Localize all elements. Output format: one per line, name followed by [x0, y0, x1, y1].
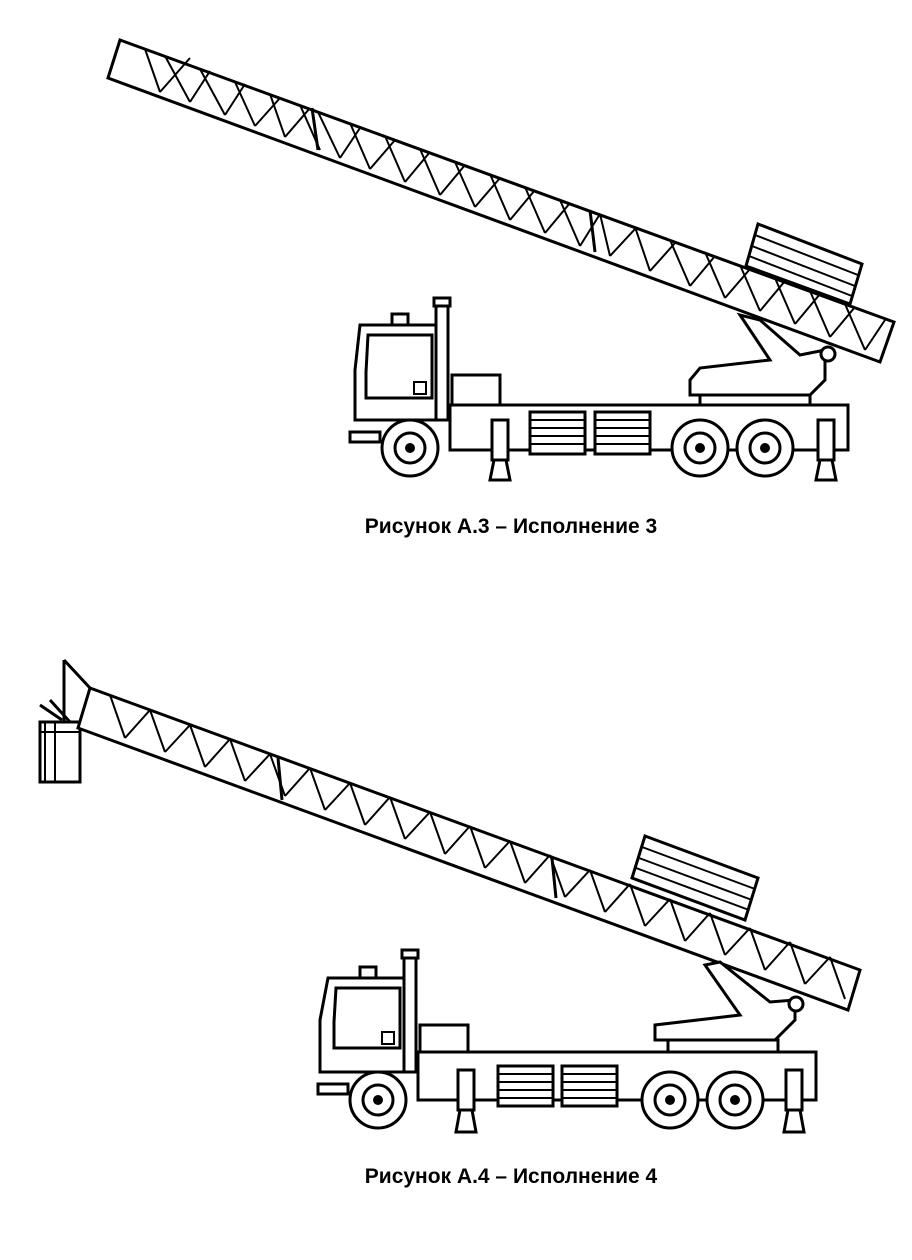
figure-a4 [0, 640, 912, 1260]
figure-a3 [0, 0, 912, 560]
figure-caption: Рисунок А.3 – Исполнение 3 [364, 515, 658, 538]
truck-crane-drawing-a3 [106, 38, 896, 482]
turret [688, 312, 837, 407]
lattice-boom [106, 38, 896, 364]
figure-caption: Рисунок А.4 – Исполнение 4 [364, 1165, 658, 1188]
work-platform-basket [38, 658, 92, 784]
counterweight [630, 834, 760, 922]
counterweight [744, 222, 864, 306]
lattice-boom [76, 686, 862, 1012]
truck [348, 296, 850, 482]
truck-crane-drawing-a4 [38, 658, 862, 1134]
truck [316, 948, 818, 1134]
